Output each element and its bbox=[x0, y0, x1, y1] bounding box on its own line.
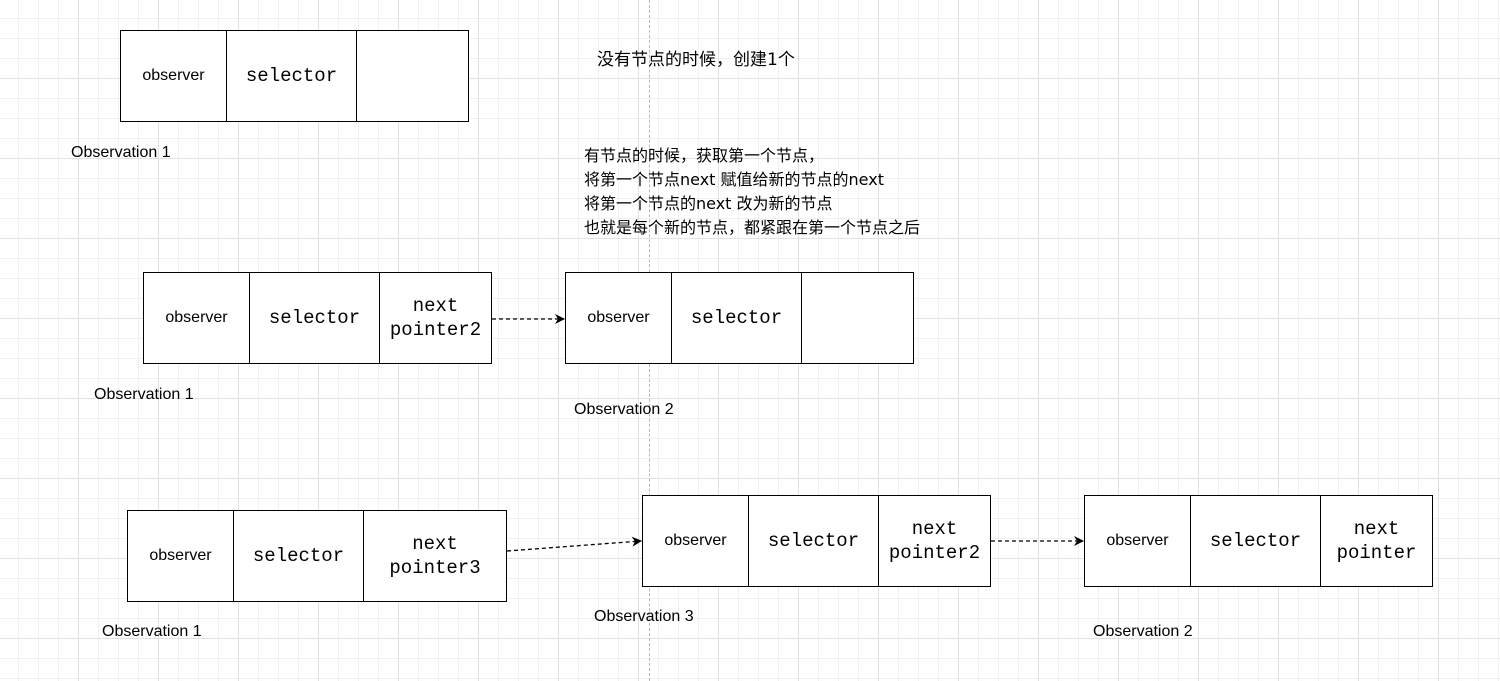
note-has-node: 有节点的时候，获取第一个节点， 将第一个节点next 赋值给新的节点的next … bbox=[584, 146, 921, 237]
row1-node1[interactable]: observer selector bbox=[120, 30, 469, 122]
selector-cell: selector bbox=[250, 273, 380, 363]
observer-cell: observer bbox=[1085, 496, 1191, 586]
row3-node1[interactable]: observer selector next pointer3 bbox=[127, 510, 507, 602]
observer-cell: observer bbox=[128, 511, 234, 601]
arrow-row3-node1-to-node2 bbox=[506, 536, 642, 552]
row3-node3-caption: Observation 2 bbox=[1093, 623, 1193, 640]
row2-node2-caption: Observation 2 bbox=[574, 401, 674, 418]
pointer-cell: next pointer bbox=[1336, 518, 1417, 564]
row3-node3[interactable]: observer selector next pointer bbox=[1084, 495, 1433, 587]
observer-cell: observer bbox=[566, 273, 672, 363]
selector-cell: selector bbox=[227, 31, 357, 121]
note-no-node: 没有节点的时候，创建1个 bbox=[597, 50, 795, 70]
selector-cell: selector bbox=[1191, 496, 1321, 586]
row1-node1-caption: Observation 1 bbox=[71, 144, 171, 161]
observer-cell: observer bbox=[144, 273, 250, 363]
row3-node1-caption: Observation 1 bbox=[102, 623, 202, 640]
row2-node1[interactable]: observer selector next pointer2 bbox=[143, 272, 492, 364]
observer-cell: observer bbox=[121, 31, 227, 121]
row2-node1-caption: Observation 1 bbox=[94, 386, 194, 403]
pointer-cell bbox=[357, 31, 468, 121]
observer-cell: observer bbox=[643, 496, 749, 586]
pointer-cell: next pointer2 bbox=[888, 518, 981, 564]
pointer-cell: next pointer3 bbox=[389, 533, 481, 579]
selector-cell: selector bbox=[672, 273, 802, 363]
row3-node2[interactable]: observer selector next pointer2 bbox=[642, 495, 991, 587]
selector-cell: selector bbox=[234, 511, 364, 601]
row3-node2-caption: Observation 3 bbox=[594, 608, 694, 625]
row2-node2[interactable]: observer selector bbox=[565, 272, 914, 364]
pointer-cell bbox=[802, 273, 913, 363]
pointer-cell: next pointer2 bbox=[389, 295, 482, 341]
selector-cell: selector bbox=[749, 496, 879, 586]
